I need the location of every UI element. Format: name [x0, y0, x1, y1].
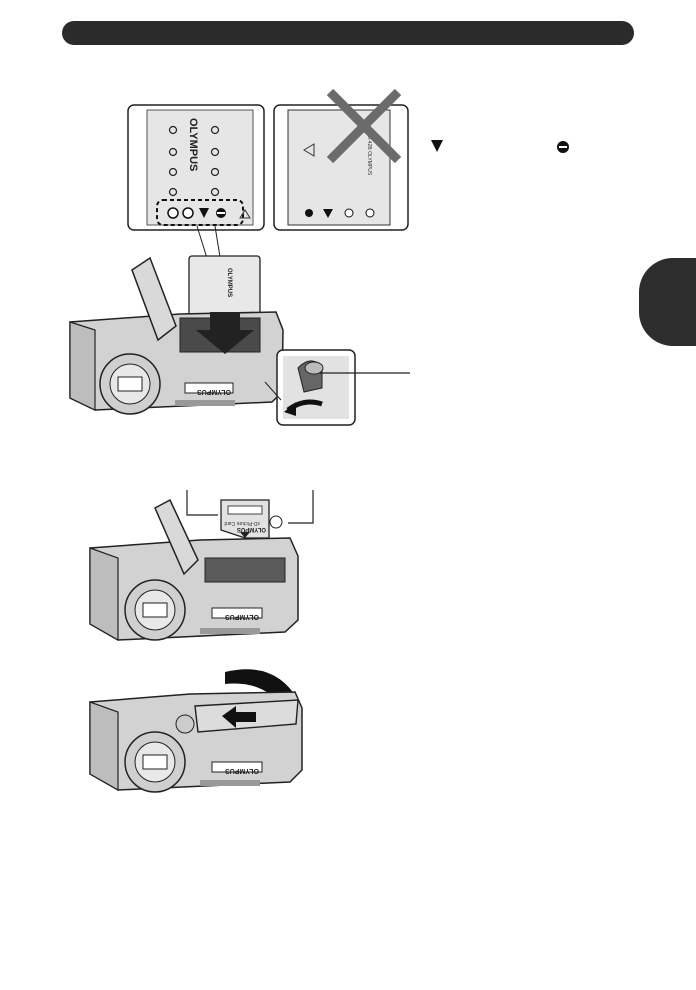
chapter-tab	[639, 258, 696, 346]
minus-terminal-icon	[557, 141, 569, 153]
camera-body-2: OLYMPUS	[89, 498, 299, 642]
camera-1-brand: OLYMPUS	[197, 388, 231, 395]
latch-detail	[276, 349, 410, 426]
camera-body-3: OLYMPUS	[89, 691, 303, 793]
camera-body-1: OLYMPUS	[69, 256, 284, 415]
triangle-mark-icon	[431, 140, 443, 152]
memory-card: xD-Picture Card OLYMPUS	[220, 499, 283, 539]
battery-back-panel: LI-42B OLYMPUS	[273, 88, 409, 231]
card-sub: xD-Picture Card	[224, 520, 260, 526]
battery-back-smallprint: LI-42B OLYMPUS	[366, 135, 372, 176]
battery-front-panel: OLYMPUS	[127, 104, 265, 231]
card-brand: OLYMPUS	[237, 526, 266, 532]
camera-2-brand: OLYMPUS	[225, 613, 259, 620]
inserted-battery-brand: OLYMPUS	[226, 268, 232, 297]
battery-front-brand: OLYMPUS	[187, 118, 199, 171]
camera-3-brand: OLYMPUS	[225, 767, 259, 774]
page-header-bar	[62, 21, 634, 45]
